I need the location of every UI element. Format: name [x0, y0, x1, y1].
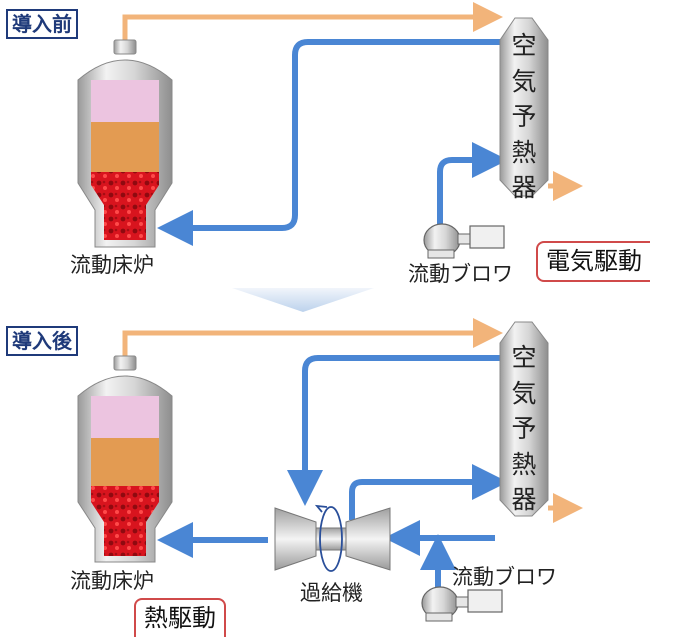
air-preheater-before	[499, 17, 549, 197]
blower-label-after: 流動ブロワ	[452, 565, 557, 589]
air-preheater-after	[499, 321, 549, 517]
blower-before	[423, 223, 505, 259]
after-tag: 導入後	[6, 326, 78, 356]
furnace-label-before: 流動床炉	[70, 253, 154, 277]
preheater-char: 器	[511, 173, 537, 202]
preheater-char: 空	[511, 343, 537, 372]
preheater-char: 熱	[511, 449, 537, 479]
blower-after	[421, 586, 503, 622]
preheater-char: 予	[511, 102, 537, 131]
preheater-char: 気	[511, 66, 537, 96]
air-flow-preheater-to-turbo	[287, 355, 500, 506]
turbocharger	[274, 504, 391, 572]
air-flow-to-furnace-before	[157, 39, 500, 246]
preheater-label-before: 空 気 予 熱 器	[502, 28, 546, 206]
exhaust-flow-after	[122, 318, 503, 358]
preheater-char: 気	[511, 378, 537, 408]
transition-chevron	[232, 288, 374, 312]
preheater-char: 器	[511, 485, 537, 514]
exhaust-flow-before	[122, 2, 503, 42]
turbocharger-label: 過給機	[300, 581, 363, 605]
callout-thermal-drive: 熱駆動	[134, 598, 226, 637]
before-tag: 導入前	[6, 9, 78, 39]
furnace-before	[77, 39, 173, 248]
furnace-label-after: 流動床炉	[70, 569, 154, 593]
air-flow-turbo-to-preheater	[349, 464, 508, 520]
air-flow-from-blower-before	[437, 142, 508, 230]
preheater-label-after: 空 気 予 熱 器	[502, 340, 546, 518]
blower-label-before: 流動ブロワ	[408, 262, 513, 286]
preheater-char: 熱	[511, 137, 537, 167]
preheater-char: 空	[511, 31, 537, 60]
preheater-char: 予	[511, 414, 537, 443]
callout-electric-drive: 電気駆動	[536, 241, 650, 282]
furnace-after	[77, 355, 173, 563]
